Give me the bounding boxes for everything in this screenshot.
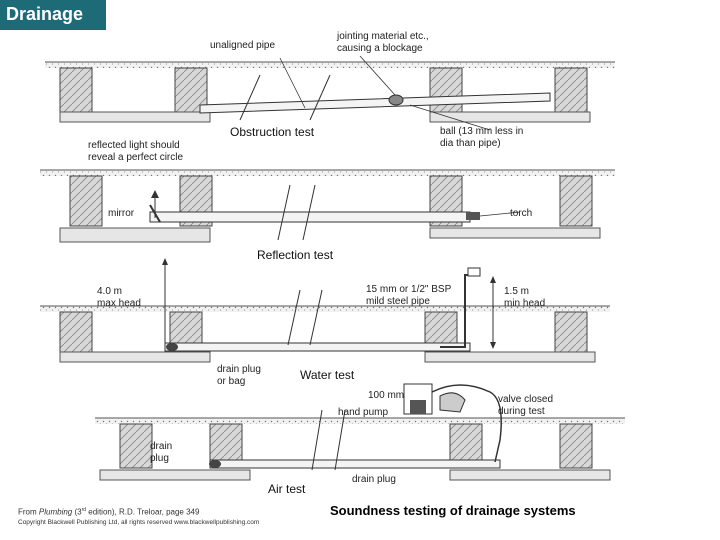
label-max-head-2: max head — [97, 298, 141, 309]
label-min-head-2: min head — [504, 298, 546, 309]
label-ball-2: dia than pipe) — [440, 138, 501, 149]
label-jointing-material-2: causing a blockage — [337, 43, 423, 54]
reflection-test-diagram — [40, 169, 615, 243]
heading-reflection-test: Reflection test — [257, 248, 334, 262]
label-reflected-light-1: reflected light should — [88, 140, 180, 151]
label-100mm: 100 mm — [368, 390, 405, 401]
label-drain-plug-2: plug — [150, 453, 169, 464]
drain-pipe — [199, 92, 551, 114]
water-test-diagram — [40, 258, 610, 363]
label-steel-pipe-1: 15 mm or 1/2" BSP — [366, 284, 452, 295]
label-drain-plug-1: drain — [150, 441, 173, 452]
heading-obstruction-test: Obstruction test — [230, 125, 315, 139]
ground-surface — [45, 62, 615, 68]
label-unaligned-pipe: unaligned pipe — [210, 40, 276, 51]
label-valve-closed-2: during test — [498, 406, 545, 417]
label-max-head-1: 4.0 m — [97, 286, 123, 297]
manhole-wall-right — [554, 67, 588, 115]
page-title: Drainage — [6, 4, 84, 24]
copyright-notice: Copyright Blackwell Publishing Ltd, all … — [18, 519, 260, 526]
air-test-diagram — [95, 383, 625, 481]
blockage-ball — [388, 94, 404, 106]
label-steel-pipe-2: mild steel pipe — [366, 296, 430, 307]
label-hand-pump: hand pump — [338, 407, 389, 418]
obstruction-test-diagram — [45, 55, 615, 131]
label-mirror: mirror — [108, 208, 135, 219]
figure-caption: Soundness testing of drainage systems — [330, 503, 576, 518]
heading-water-test: Water test — [300, 368, 355, 382]
label-drain-plug-bottom: drain plug — [352, 474, 396, 485]
label-torch: torch — [510, 208, 533, 219]
manhole-wall-left — [59, 67, 93, 115]
label-valve-closed-1: valve closed — [498, 394, 554, 405]
heading-air-test: Air test — [268, 482, 306, 496]
torch — [466, 212, 480, 220]
label-ball-1: ball (13 mm less in — [440, 126, 524, 137]
label-min-head-1: 1.5 m — [504, 286, 530, 297]
source-credit: From Plumbing (3rd edition), R.D. Treloa… — [18, 507, 200, 517]
mirror — [149, 204, 161, 223]
label-drain-plug-bag-1: drain plug — [217, 364, 261, 375]
label-jointing-material-1: jointing material etc., — [337, 31, 429, 42]
label-drain-plug-bag-2: or bag — [217, 376, 246, 387]
manhole-wall-right-inner — [429, 67, 463, 115]
title-bar: Drainage — [0, 0, 106, 30]
hand-pump — [439, 392, 466, 413]
label-reflected-light-2: reveal a perfect circle — [88, 152, 184, 163]
